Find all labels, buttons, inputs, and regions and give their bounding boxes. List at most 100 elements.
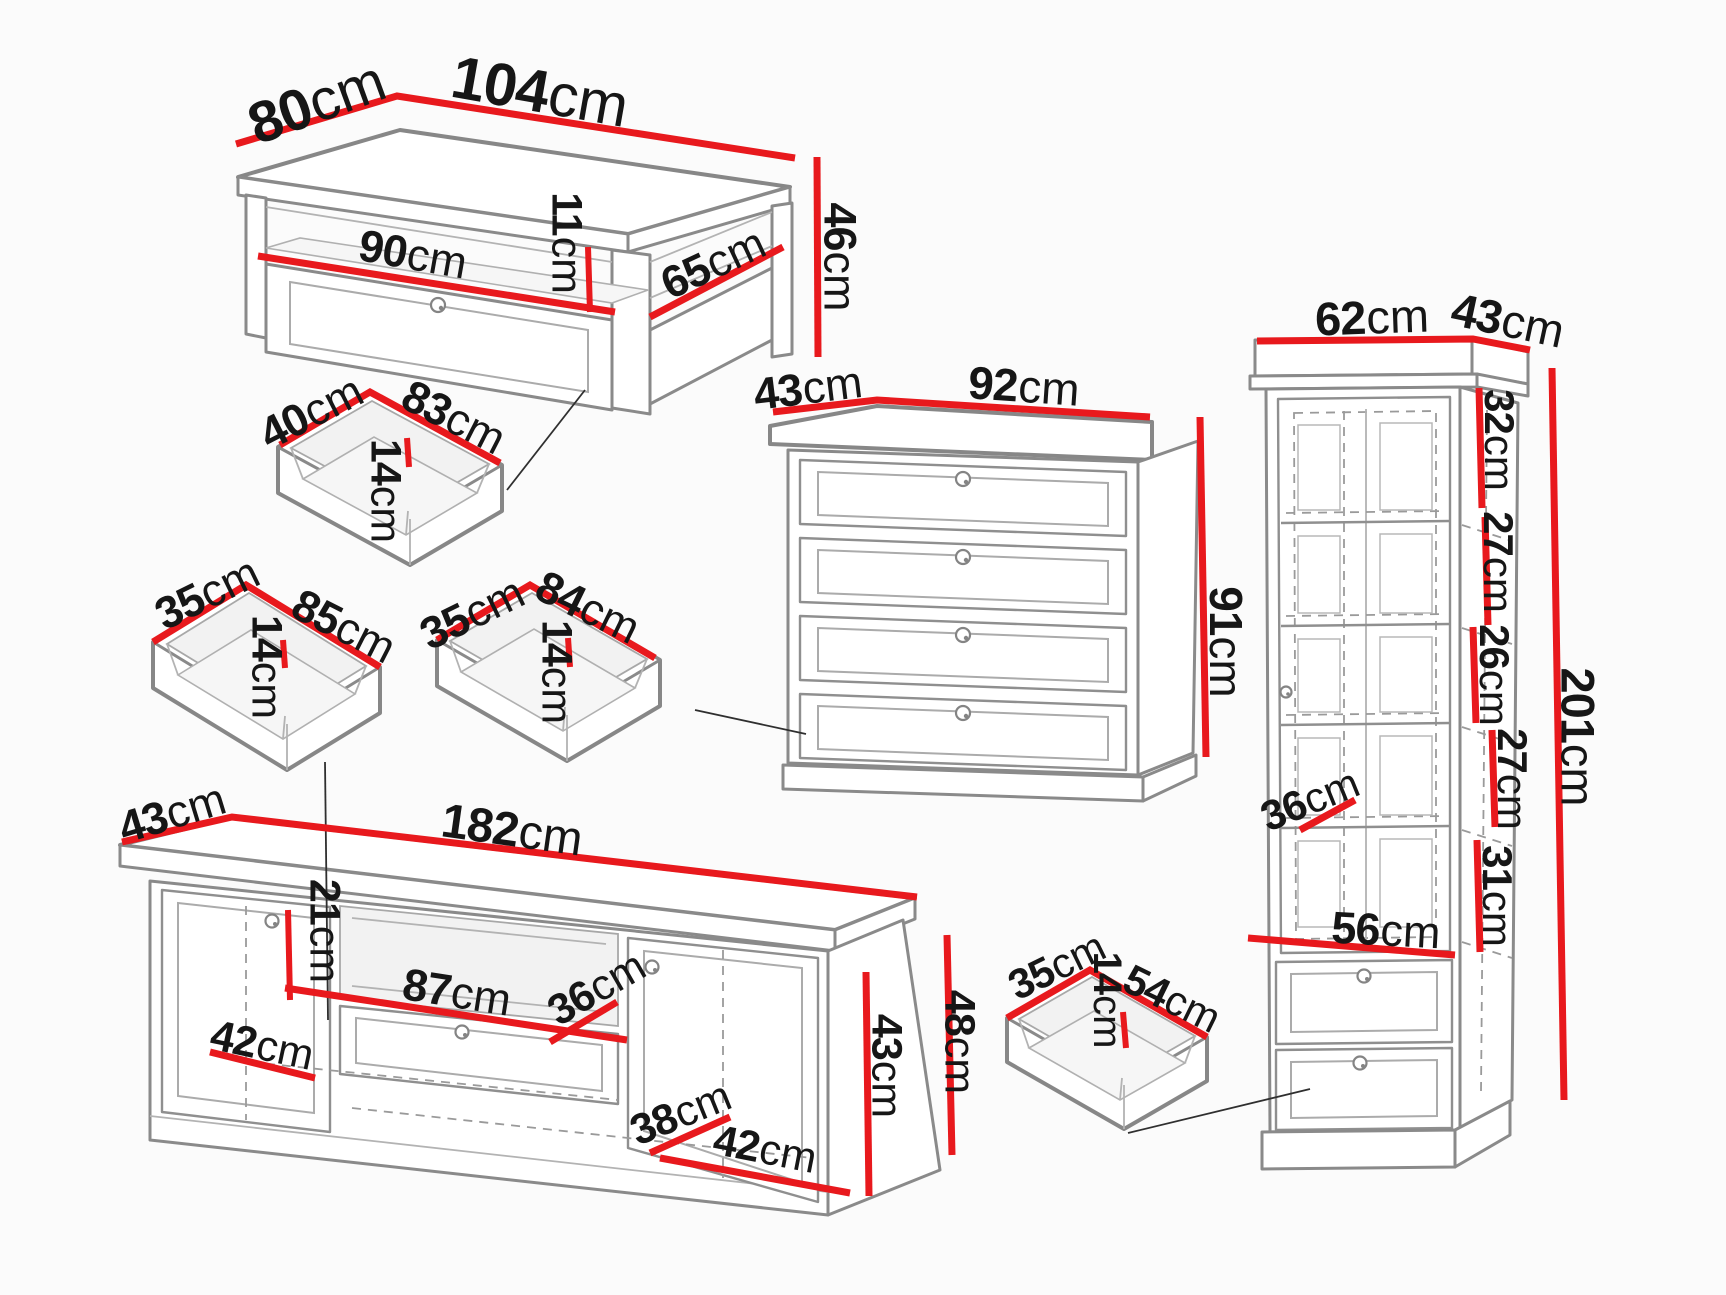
dim-value: 43 <box>750 363 805 420</box>
dim-unit: cm <box>1471 669 1518 726</box>
dim-label-chest-width: 92cm <box>966 356 1082 416</box>
dim-value: 31 <box>1474 845 1521 890</box>
connector-chest-drawer <box>694 709 807 735</box>
dim-value: 182 <box>438 794 522 858</box>
chest-drawing <box>768 404 1200 803</box>
bookcase-drawer2-knob <box>1352 1055 1368 1071</box>
dim-value: 11 <box>542 192 591 236</box>
dim-line-drawer-a <box>278 387 502 467</box>
dim-label-bookcase-shelf-width: 56cm <box>1330 901 1442 959</box>
dim-label-chest-depth: 43cm <box>750 356 866 420</box>
dim-unit: cm <box>799 356 866 414</box>
dim-unit: cm <box>542 236 591 294</box>
connector-lines <box>324 389 1311 1134</box>
dim-line-bc-c3 <box>1469 626 1480 724</box>
dim-line-drawer-d-h <box>1120 1011 1129 1049</box>
dim-value: 27 <box>1489 728 1536 773</box>
dim-label-tv-side-height: 43cm <box>862 1013 911 1119</box>
chest-drawer2-knob <box>954 548 972 566</box>
dim-value: 27 <box>1475 511 1522 556</box>
dim-label-bookcase-compartment-2: 27cm <box>1475 511 1522 613</box>
dim-line-bc-c5 <box>1473 839 1484 953</box>
dim-line-table-top <box>235 92 796 162</box>
bookcase-panes <box>1297 422 1433 928</box>
connector-bookcase-drawer <box>1127 1088 1311 1134</box>
dim-unit: cm <box>300 925 349 984</box>
dim-value: 201 <box>1551 667 1605 743</box>
dim-label-bookcase-compartment-3: 26cm <box>1471 624 1518 726</box>
dim-label-bookcase-width: 62cm <box>1314 289 1430 346</box>
dim-line-drawer-d <box>1005 965 1209 1041</box>
tv-drawer-knob <box>454 1024 470 1040</box>
dim-label-chest-height: 91cm <box>1200 586 1252 698</box>
dim-value: 90 <box>354 219 412 278</box>
dim-line-bc-total <box>1548 367 1568 1101</box>
dim-value: 56 <box>1330 901 1381 956</box>
dim-value: 42 <box>206 1011 261 1068</box>
dim-line-chest-height <box>1196 416 1210 758</box>
connector-table-drawer <box>506 389 586 491</box>
dim-label-table-niche-height: 11cm <box>542 192 591 294</box>
dim-line-bc-c2 <box>1481 516 1492 626</box>
dim-line-tv-right-door <box>659 1154 851 1197</box>
tv-stand-drawing <box>118 816 942 1217</box>
dim-label-bookcase-compartment-1: 32cm <box>1476 389 1523 491</box>
dim-value: 43 <box>862 1013 911 1060</box>
dim-line-table-side <box>648 243 785 321</box>
dim-line-bc-shelf-d <box>1298 796 1357 834</box>
dim-unit: cm <box>1551 743 1605 807</box>
dim-line-tv-niche-h <box>285 909 293 1001</box>
dim-label-drawer-b-height: 14cm <box>242 614 291 719</box>
dim-line-tv-side-h <box>862 971 873 1197</box>
dim-label-bookcase-total-height: 201cm <box>1551 667 1605 807</box>
bookcase-drawer1-knob <box>1356 968 1372 984</box>
dim-value: 14 <box>242 614 291 661</box>
dim-line-tv-left-door <box>209 1048 316 1082</box>
dim-unit: cm <box>543 60 634 140</box>
dim-unit: cm <box>935 1036 984 1095</box>
dim-value: 87 <box>399 958 455 1017</box>
dim-line-table-niche <box>585 246 593 313</box>
dim-line-tv-total-h <box>943 934 956 1156</box>
dim-unit: cm <box>403 227 472 289</box>
dim-unit: cm <box>1016 359 1082 416</box>
chest-drawer1-knob <box>954 470 972 488</box>
dim-line-bc-c1 <box>1475 387 1486 509</box>
bookcase-drawing <box>1248 336 1530 1171</box>
dim-label-bookcase-compartment-4: 27cm <box>1489 728 1536 830</box>
dim-unit: cm <box>515 805 587 867</box>
dim-value: 46 <box>814 202 866 251</box>
dim-line-table-height <box>813 156 822 358</box>
dim-line-drawer-c-h <box>565 637 573 668</box>
dim-unit: cm <box>1474 890 1521 947</box>
dim-label-drawer-c-height: 14cm <box>532 619 581 725</box>
dim-value: 62 <box>1314 290 1367 346</box>
dim-value: 48 <box>935 989 984 1036</box>
dim-unit: cm <box>1085 995 1129 1049</box>
dim-unit: cm <box>862 1060 911 1119</box>
dim-value: 42 <box>709 1116 764 1172</box>
dim-unit: cm <box>1379 904 1442 959</box>
dim-line-bc-shelf-w <box>1247 934 1456 959</box>
connector-tv-drawer <box>324 761 329 1021</box>
dim-value: 91 <box>1200 586 1252 636</box>
tv-left-door-knob <box>264 913 280 929</box>
dim-line-drawer-c <box>435 580 657 662</box>
dim-value: 14 <box>532 619 581 666</box>
dim-value: 32 <box>1476 389 1523 434</box>
dim-value: 26 <box>1471 624 1518 669</box>
dim-line-tv-niche-d <box>548 998 619 1046</box>
dim-line-table-drawer <box>257 252 616 316</box>
dim-unit: cm <box>532 666 581 725</box>
dim-label-tv-niche-height: 21cm <box>300 879 349 984</box>
dim-unit: cm <box>1200 636 1252 698</box>
dim-unit: cm <box>814 251 866 312</box>
dimension-lines <box>121 92 1568 1197</box>
dim-label-table-height: 46cm <box>814 202 866 312</box>
dim-line-chest-top <box>772 396 1151 421</box>
dim-label-bookcase-compartment-5: 31cm <box>1474 845 1521 947</box>
dim-line-tv-top <box>121 813 918 901</box>
dim-value: 92 <box>966 356 1020 412</box>
chest-drawer3-knob <box>954 626 972 644</box>
